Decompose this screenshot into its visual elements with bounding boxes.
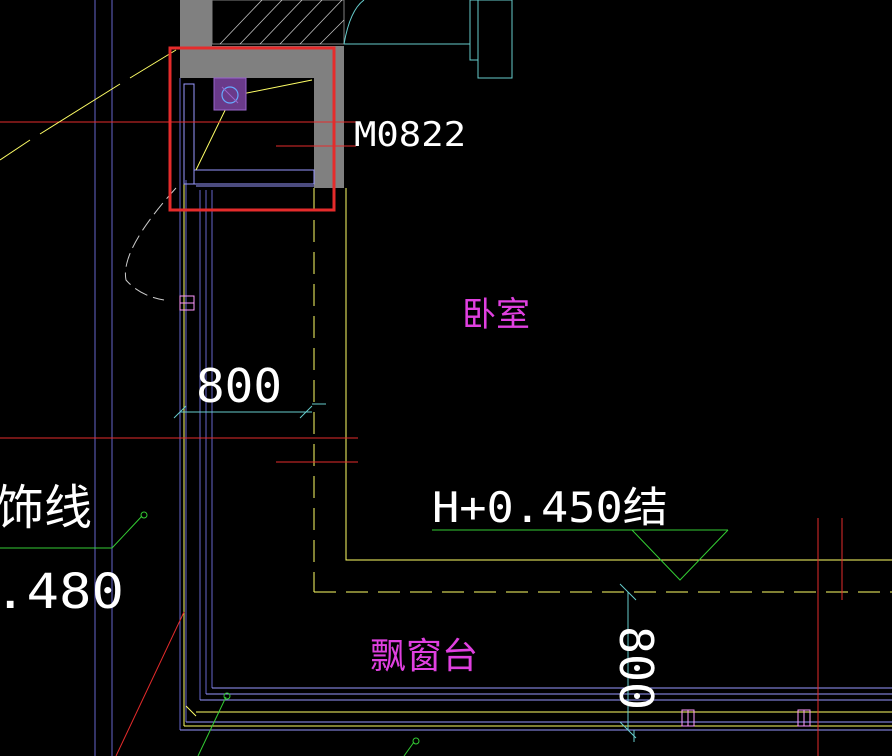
top-window-frame bbox=[343, 0, 513, 79]
level-symbol bbox=[432, 529, 729, 581]
left-wall-lines bbox=[94, 0, 213, 756]
dimension-vertical-value: 800 bbox=[609, 626, 663, 710]
room-boundary bbox=[313, 188, 892, 593]
left-value-label: .480 bbox=[0, 564, 124, 620]
dimension-horizontal bbox=[173, 403, 326, 419]
level-note-label: H+0.450结 bbox=[432, 483, 668, 532]
bay-window-sill-label: 飘窗台 bbox=[370, 636, 478, 677]
dimension-vertical bbox=[619, 583, 637, 742]
bay-window-yellow-edge bbox=[183, 180, 892, 727]
top-wall bbox=[180, 0, 345, 46]
door-tag-label: M0822 bbox=[354, 115, 466, 155]
dimension-horizontal-value: 800 bbox=[196, 359, 282, 413]
highlight-box[interactable] bbox=[168, 46, 336, 212]
door-symbol bbox=[183, 77, 315, 187]
room-name-label: 卧室 bbox=[462, 295, 530, 335]
door-swing-arc bbox=[124, 187, 177, 301]
leader-lines bbox=[0, 49, 177, 161]
green-leaders bbox=[0, 511, 420, 756]
window-markers bbox=[179, 295, 811, 727]
bottom-wall-lines bbox=[180, 687, 892, 731]
left-note-label: 饰线 bbox=[0, 480, 92, 536]
wall-corner bbox=[180, 46, 344, 188]
